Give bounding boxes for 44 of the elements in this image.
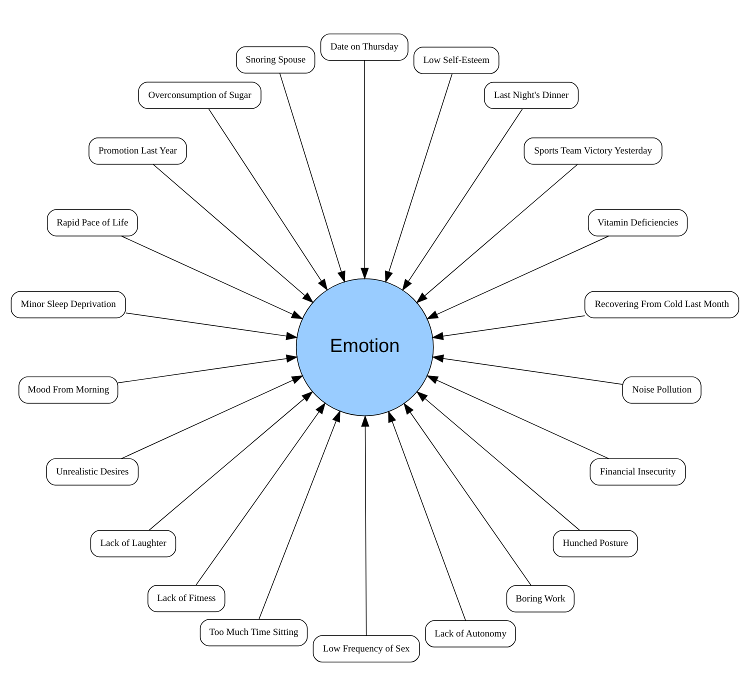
arrow [196,402,326,586]
node-box: Hunched Posture [552,530,638,558]
node-box: Unrealistic Desires [46,458,139,486]
node-box: Sports Team Victory Yesterday [524,137,662,165]
arrow [360,60,369,280]
arrow [402,108,523,291]
node-box: Lack of Fitness [148,585,226,612]
arrow [426,375,610,460]
node-box: Overconsumption of Sugar [138,82,262,109]
node-box: Low Self-Esteem [414,46,500,74]
node-box: Too Much Time Sitting [200,619,308,646]
arrow [118,354,298,384]
node-box: Rapid Pace of Life [46,209,138,236]
arrow [279,72,346,283]
arrow [416,164,578,304]
node-box: Vitamin Deficiencies [588,209,688,236]
arrow [361,414,370,636]
arrow [432,315,586,340]
node-box: Boring Work [506,585,575,612]
node-box: Noise Pollution [622,376,702,404]
node-box: Mood From Morning [18,376,118,404]
arrow [126,312,298,340]
arrow [258,410,340,620]
arrow [388,410,466,621]
node-box: Last Night's Dinner [484,82,579,109]
node-box: Low Frequency of Sex [312,635,420,662]
arrow [120,236,304,320]
arrow [426,236,610,320]
node-box: Financial Insecurity [590,458,686,486]
node-box: Lack of Autonomy [425,620,516,648]
arrow [416,391,580,531]
arrow [404,402,532,586]
node-box: Snoring Spouse [236,46,316,74]
node-box: Minor Sleep Deprivation [10,291,126,318]
node-box: Promotion Last Year [88,137,187,165]
arrow [152,164,314,304]
arrow [432,354,623,385]
node-box: Date on Thursday [320,34,408,61]
arrow [385,73,453,283]
arrow [120,375,304,460]
arrow [148,391,314,531]
node-box: Lack of Laughter [90,530,176,558]
arrow [208,108,328,291]
node-box: Recovering From Cold Last Month [584,291,740,318]
